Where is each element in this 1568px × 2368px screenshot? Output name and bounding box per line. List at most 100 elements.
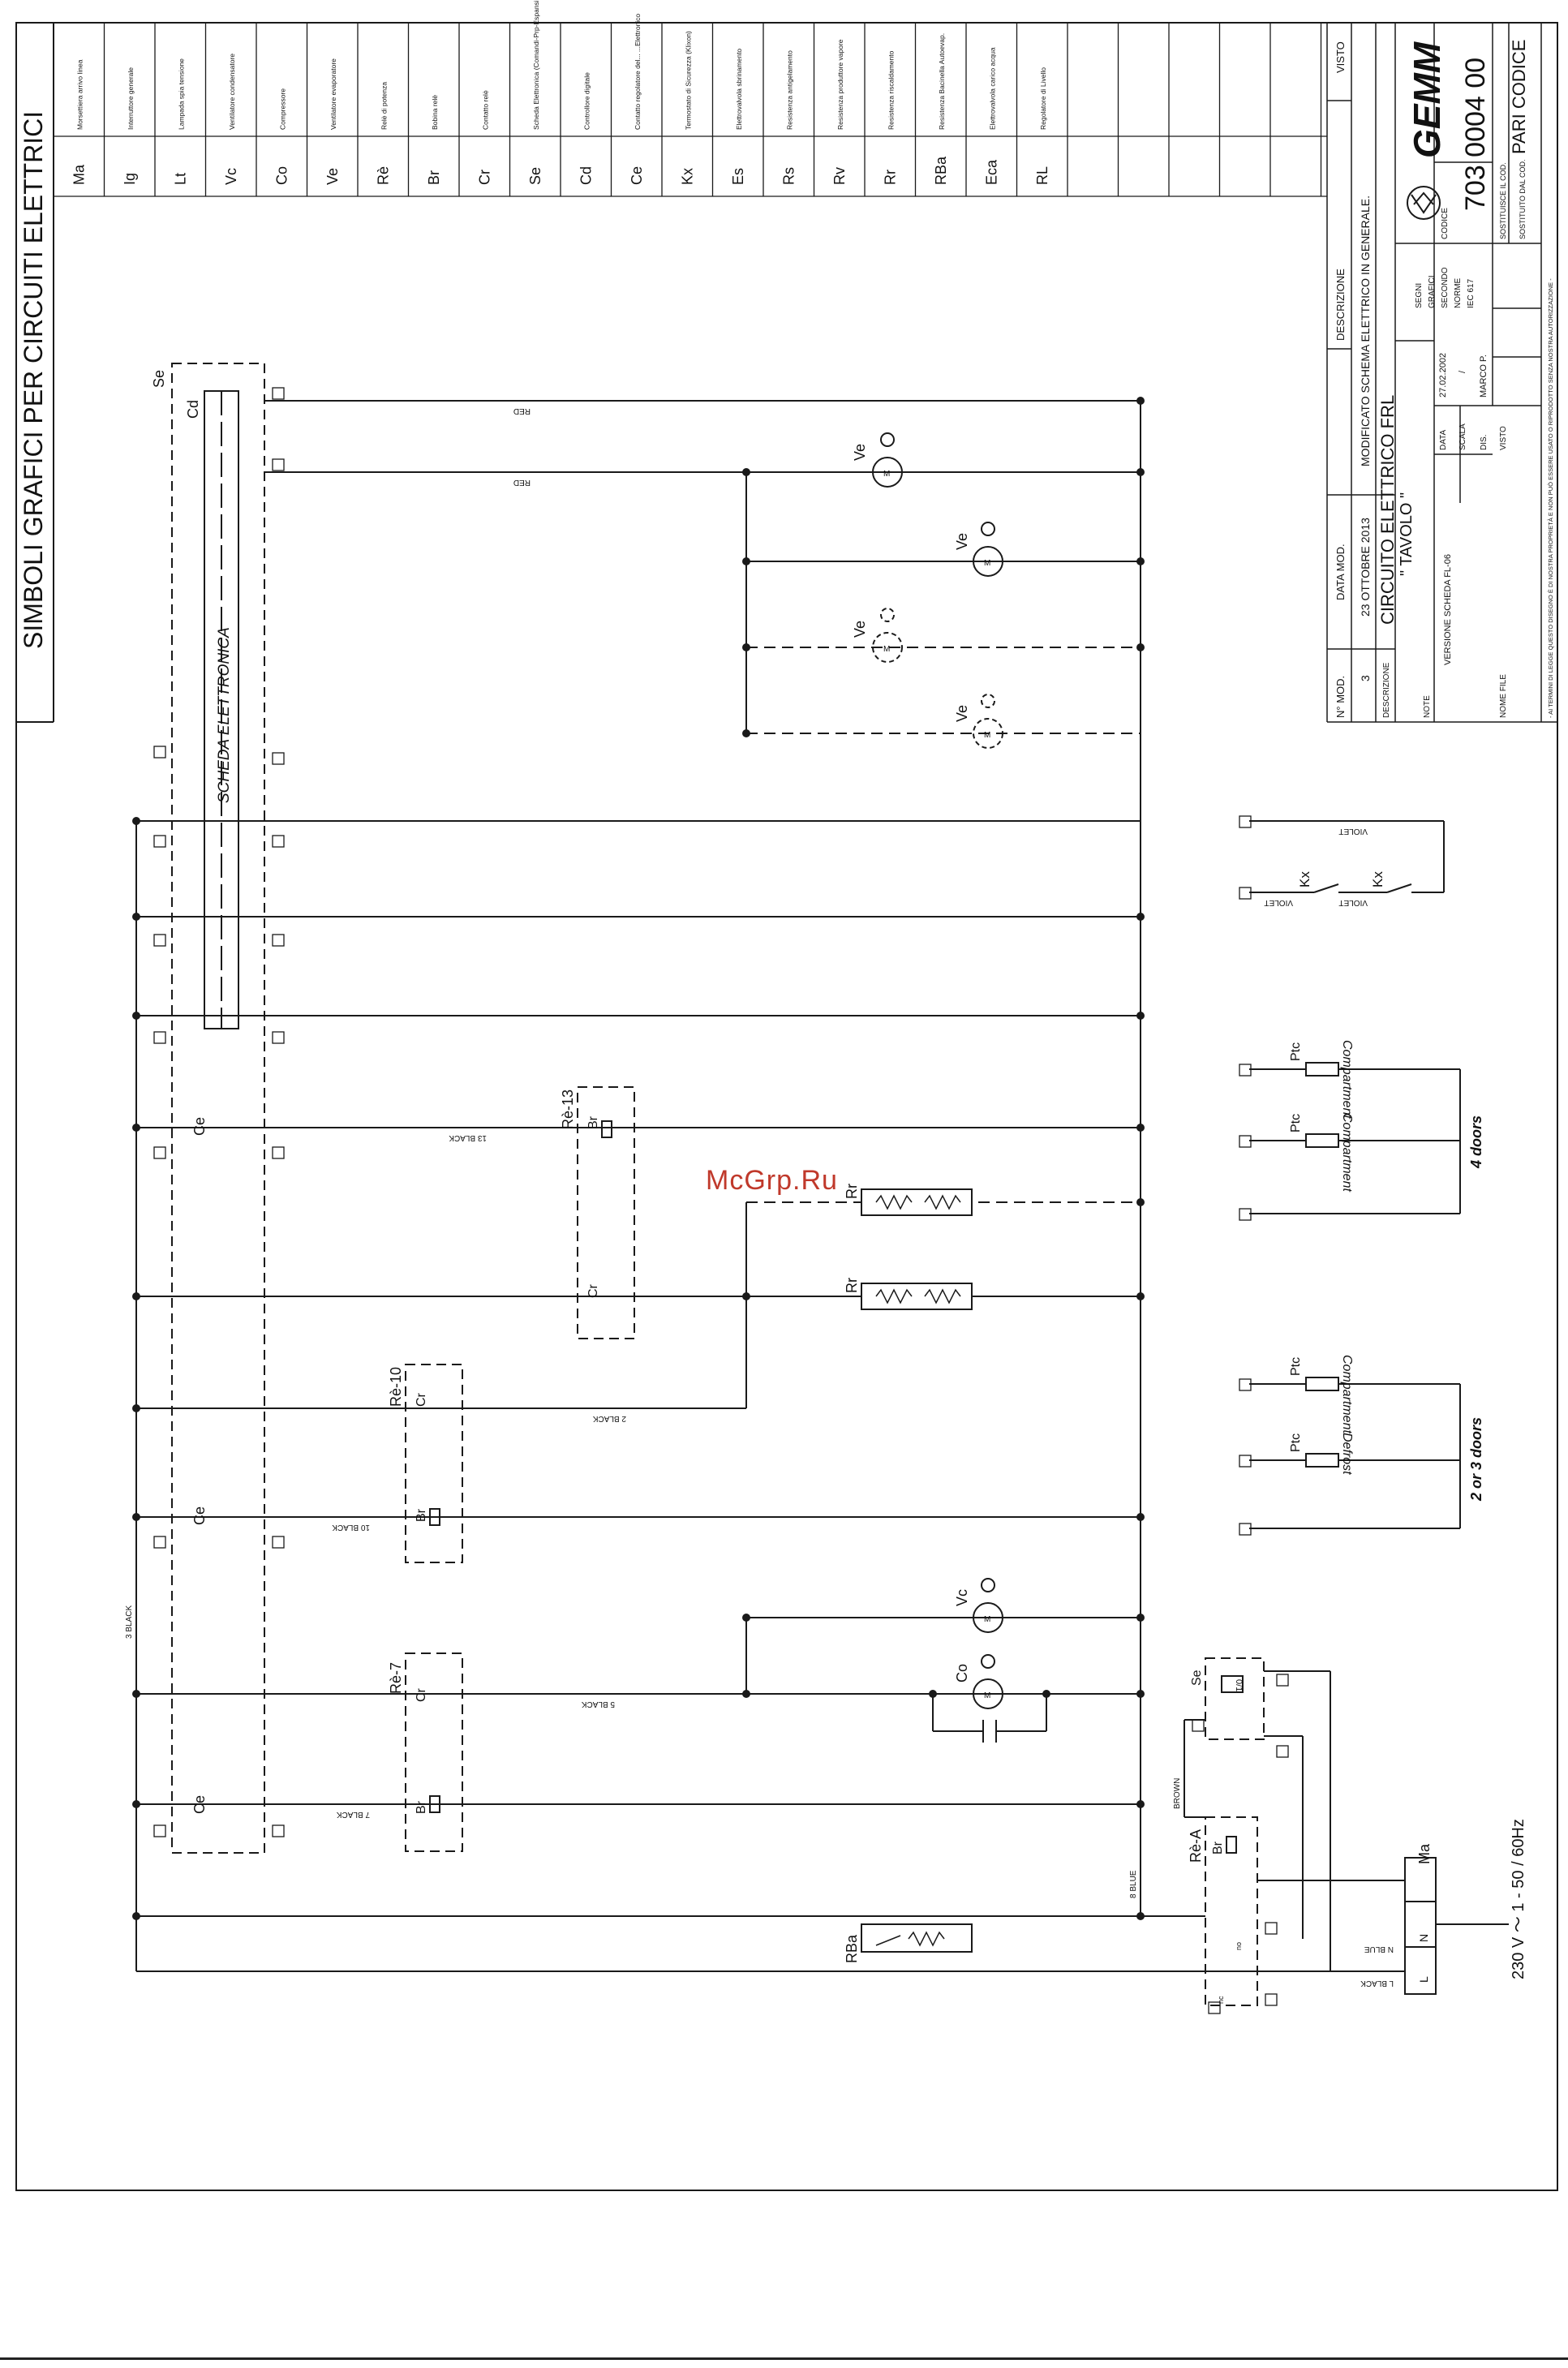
legend-code: Ma xyxy=(71,164,87,185)
label-ve-3: Ve xyxy=(852,621,868,638)
codice-label: CODICE xyxy=(1441,208,1450,239)
legend-description: Lampada spia tensione xyxy=(177,58,185,130)
segni-line3: SECONDO xyxy=(1441,267,1450,308)
fan-vc xyxy=(973,1578,1003,1633)
n-mod-header: N° MOD. xyxy=(1334,676,1347,718)
sheet-title: SIMBOLI GRAFICI PER CIRCUITI ELETTRICI xyxy=(19,111,48,649)
label-rr-2: Rr xyxy=(844,1278,860,1293)
footer-rule xyxy=(0,2357,1568,2360)
motor-letter-4: M xyxy=(984,731,990,740)
label-supply: 230 V ～ 1 - 50 / 60Hz xyxy=(1510,1819,1527,1979)
fan-ve-2 xyxy=(973,522,1003,577)
label-rba: RBa xyxy=(844,1934,860,1963)
fan-ve-4 xyxy=(973,694,1003,749)
motor-letter-1: M xyxy=(883,470,890,479)
label-cr-1: Cr xyxy=(586,1283,600,1298)
coil-re10 xyxy=(429,1508,440,1526)
circuit-rows xyxy=(136,400,1141,1917)
legal-notice: - AI TERMINI DI LEGGE QUESTO DISEGNO È D… xyxy=(1547,278,1554,718)
legend-code: Rè xyxy=(375,166,391,185)
label-board: SCHEDA ELETTRONICA xyxy=(216,627,233,803)
label-ptc-4: Ptc xyxy=(1289,1433,1303,1452)
legend-code: Kx xyxy=(679,168,695,185)
terminal-block-ma xyxy=(1404,1857,1437,1995)
wire-7black: 7 BLACK xyxy=(337,1810,370,1819)
relay-re7 xyxy=(405,1652,463,1852)
label-ce-1: Ce xyxy=(191,1117,208,1136)
legend-code: Ce xyxy=(629,166,645,185)
label-ce-3: Ce xyxy=(191,1795,208,1814)
relay-rea xyxy=(1205,1816,1258,2006)
legend-code: Br xyxy=(426,170,442,185)
junction-dots xyxy=(132,397,1145,1920)
legend-description: Regolatore di Livello xyxy=(1039,67,1047,130)
label-br-1: Br xyxy=(586,1115,600,1129)
legend-description: Termostato di Sicurezza (Klixon) xyxy=(684,31,692,130)
data-mod-value: 23 OTTOBRE 2013 xyxy=(1359,518,1372,617)
sheet-frame xyxy=(15,22,1558,2191)
legend-description: Elettrovalvola carico acqua xyxy=(988,47,996,130)
legend-description: Compressore xyxy=(278,88,286,130)
company-logo-icon xyxy=(1407,186,1441,220)
legend-code: Rs xyxy=(780,167,797,185)
legend-description: Ventilatore condensatore xyxy=(228,54,236,130)
label-ptc-1: Ptc xyxy=(1289,1042,1303,1061)
visto-label: VISTO xyxy=(1334,41,1347,73)
legend-code: Co xyxy=(273,166,290,185)
wire-violet-2: VIOLET xyxy=(1264,898,1293,907)
legend-code: Eca xyxy=(983,159,999,185)
schematic-labels: Se Cd SCHEDA ELETTRONICA Ce Ce Ce Ve Ve … xyxy=(125,370,1527,2004)
legend-code: Lt xyxy=(172,173,188,185)
label-kx-1: Kx xyxy=(1297,871,1312,887)
label-ma: Ma xyxy=(1416,1843,1433,1864)
label-se-2: Se xyxy=(1190,1670,1204,1686)
wire-8blue: 8 BLUE xyxy=(1129,1870,1138,1898)
legend-code: Ve xyxy=(324,168,341,185)
legend-code: Se xyxy=(527,167,543,185)
coil-re13 xyxy=(601,1120,612,1138)
label-re10: Rè-10 xyxy=(388,1367,404,1407)
visto2-label: VISTO xyxy=(1499,426,1508,450)
legend-description: Ventilatore evaporatore xyxy=(329,58,337,130)
label-ptc-2: Ptc xyxy=(1289,1114,1303,1132)
nome-file-label: NOME FILE xyxy=(1499,674,1508,718)
product-code: 703 0004 00 xyxy=(1460,58,1491,211)
legend-description: Scheda Elettronica (Comandi-Prp-Espansio… xyxy=(532,0,540,130)
dis-label: DIS. xyxy=(1480,435,1489,450)
legend-description: Contatto relè xyxy=(481,90,489,130)
data-mod-header: DATA MOD. xyxy=(1334,544,1347,600)
legend-description: Contatto regolatore del... ...Elettronic… xyxy=(634,14,642,130)
label-rea: Rè-A xyxy=(1188,1829,1204,1863)
label-br-4: Br xyxy=(1211,1841,1225,1854)
motor-letter-6: M xyxy=(984,1691,990,1700)
data-label: DATA xyxy=(1439,429,1448,450)
descrizione-header: DESCRIZIONE xyxy=(1334,269,1347,341)
company-logo-text: GEMM xyxy=(1406,41,1448,158)
wire-3black: 3 BLACK xyxy=(125,1605,134,1639)
regulator-text: 0/1 xyxy=(1234,1679,1244,1691)
legend-description: Interruttore generale xyxy=(127,67,135,130)
legend-table xyxy=(53,23,1327,197)
mod-description: MODIFICATO SCHEMA ELETTRICO IN GENERALE. xyxy=(1359,196,1372,466)
board-outline xyxy=(171,363,265,1854)
watermark: McGrp.Ru xyxy=(706,1165,838,1196)
label-vc: Vc xyxy=(954,1589,970,1606)
legend-description: Resistenza riscaldamento xyxy=(887,50,895,130)
note-label: NOTE xyxy=(1423,695,1432,718)
desc-line1: CIRCUITO ELETTRICO FRL xyxy=(1377,395,1398,625)
fan-ve-3 xyxy=(872,608,903,663)
legend-description: Resistenza antigelamento xyxy=(785,50,793,130)
scala-label: SCALA xyxy=(1458,423,1467,450)
wire-violet-3: VIOLET xyxy=(1338,898,1368,907)
sostituito-label: SOSTITUITO DAL COD. xyxy=(1519,159,1527,239)
wire-10black: 10 BLACK xyxy=(332,1523,370,1532)
contact-no: no xyxy=(1235,1942,1243,1950)
motor-letter-5: M xyxy=(984,1615,990,1624)
ptc-2or3doors xyxy=(1249,1377,1461,1529)
legend-description: Resistenza Bacinella Autoevap. xyxy=(938,33,946,130)
legend-description: Resistenza produttore vapore xyxy=(836,39,844,130)
wire-violet-1: VIOLET xyxy=(1338,827,1368,836)
wire-5black: 5 BLACK xyxy=(582,1700,615,1708)
legend-code: Rv xyxy=(831,167,848,185)
coil-re7 xyxy=(429,1795,440,1813)
